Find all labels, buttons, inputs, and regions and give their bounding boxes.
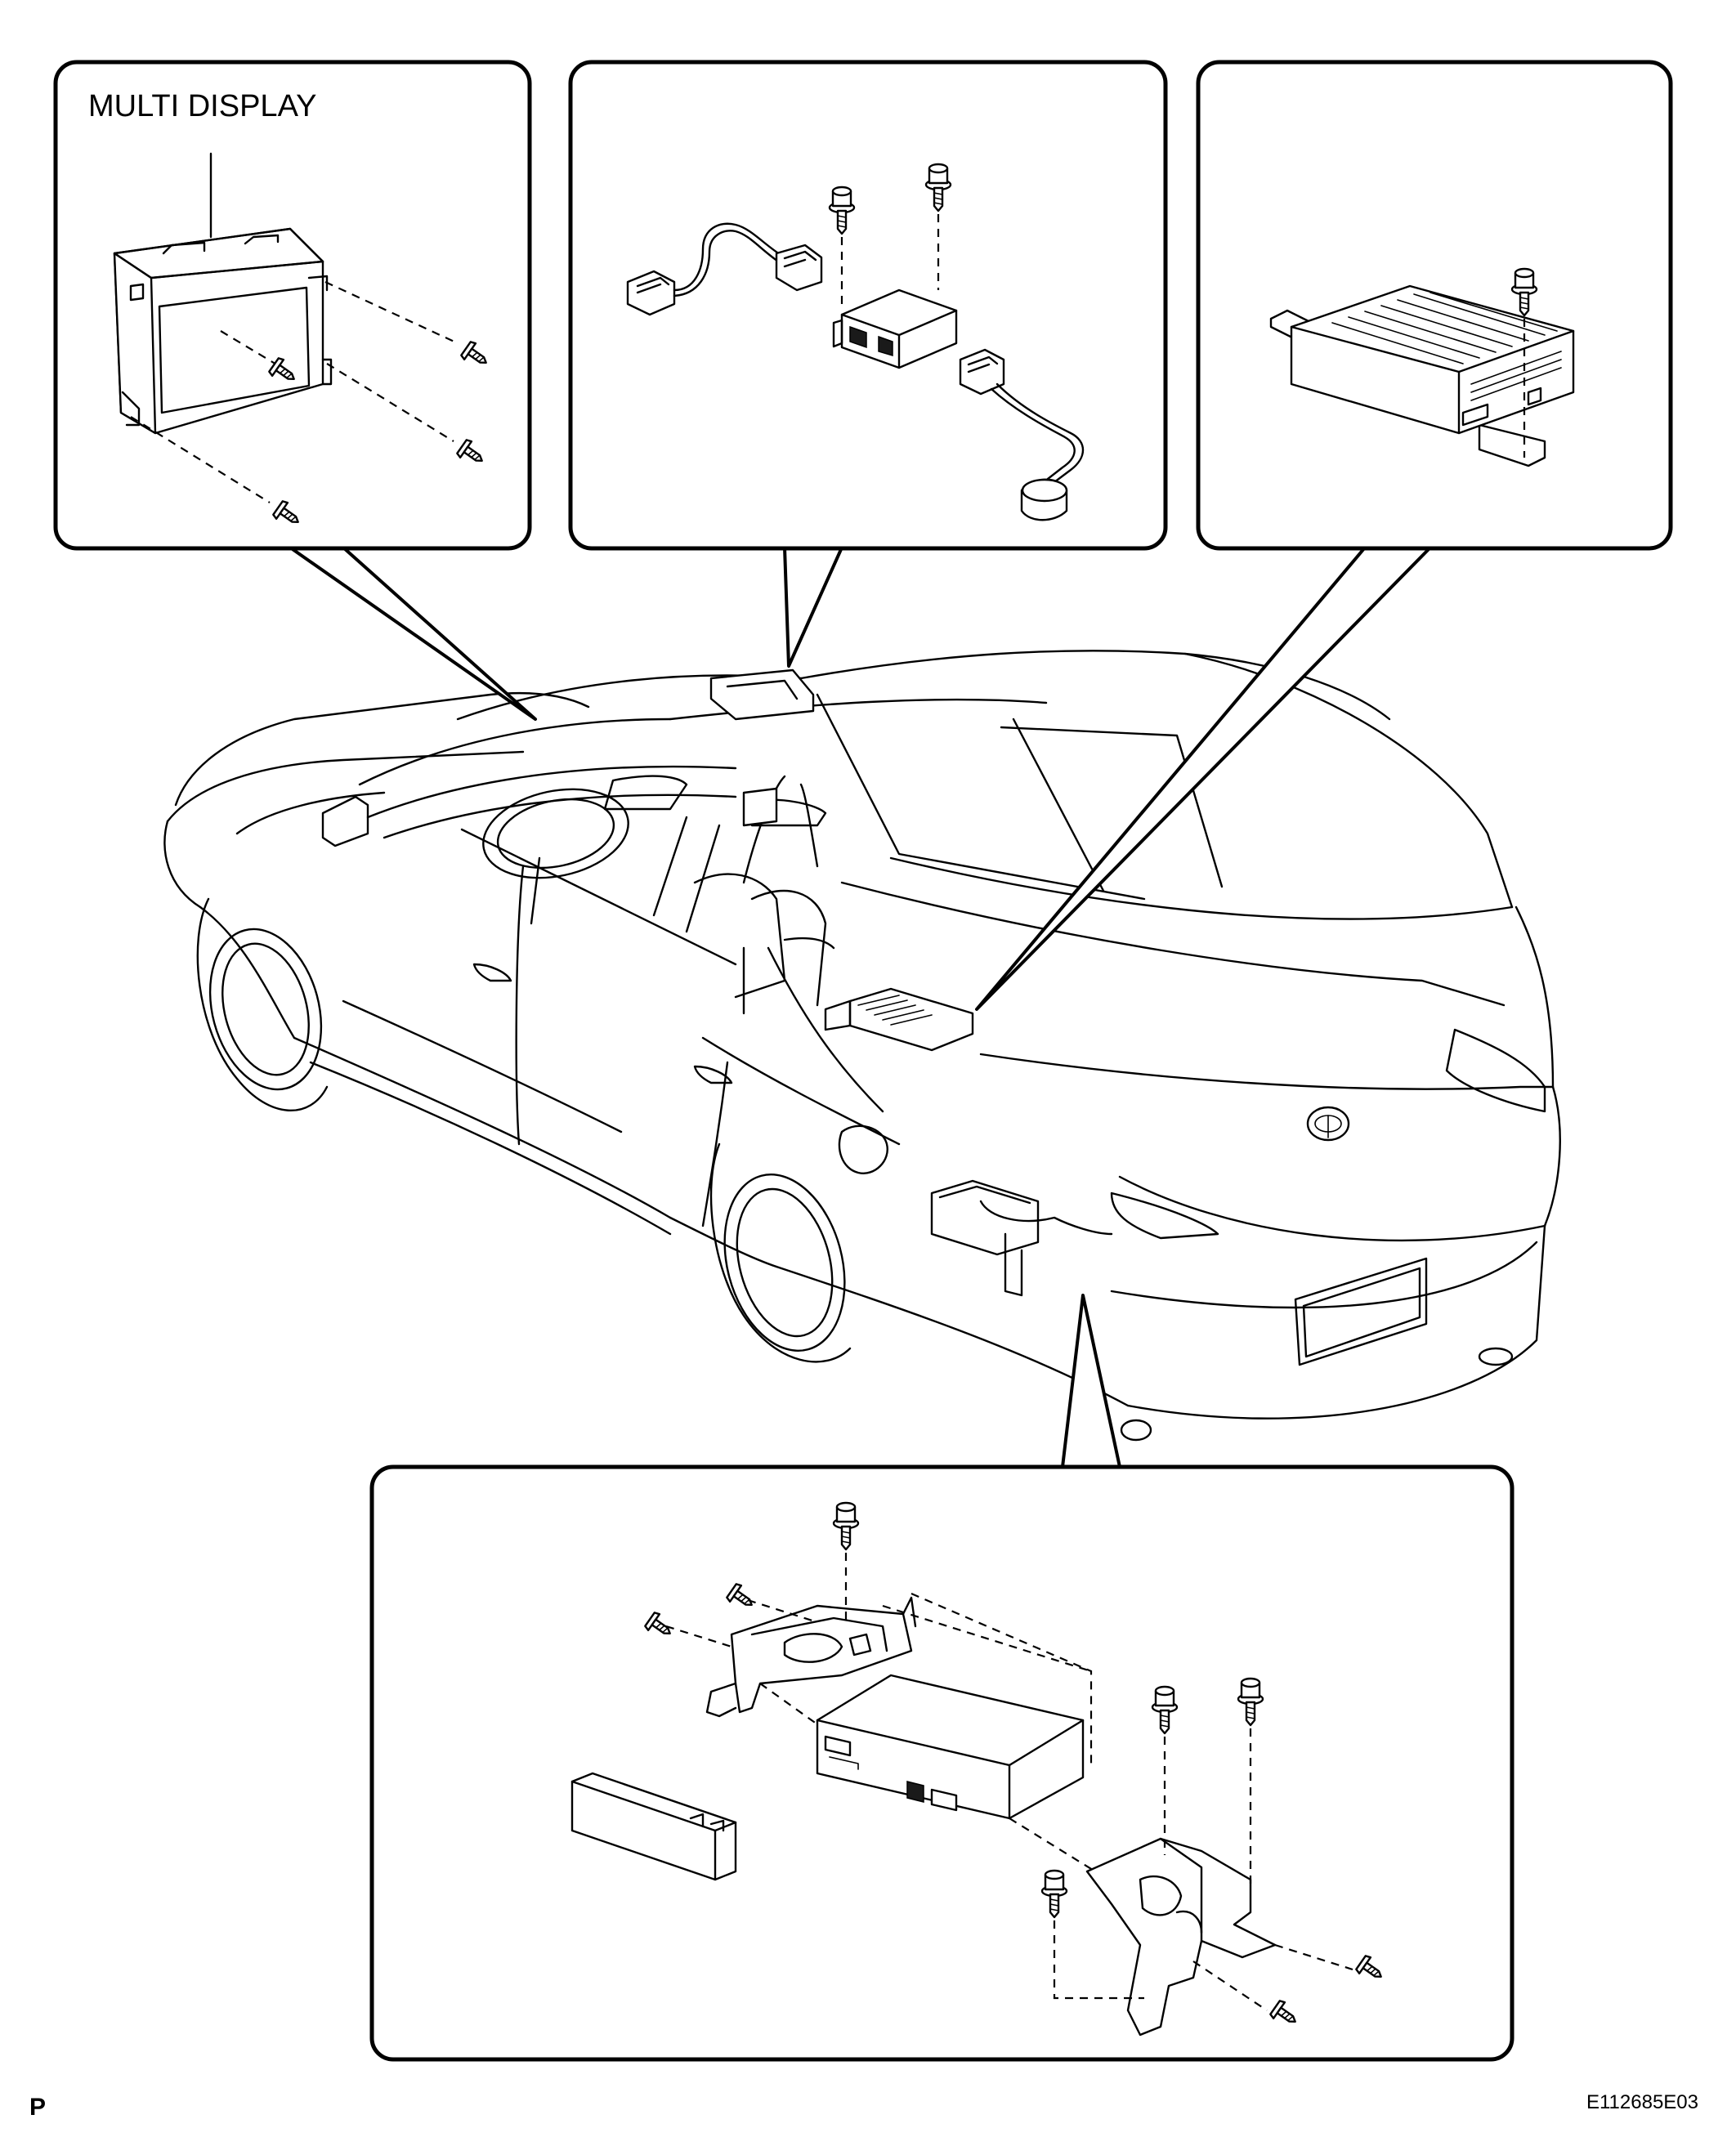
panel-amplifier [1196,60,1673,551]
panel-trunk-module [369,1464,1515,2062]
multi-display-label: MULTI DISPLAY [88,89,316,123]
panel-multi-display: MULTI DISPLAY [53,60,532,551]
vehicle-outline [163,650,1561,1442]
page-letter: P [29,2094,46,2121]
callout-leaders [289,546,1432,1469]
figure-code: E112685E03 [1586,2091,1698,2113]
panel-roof-module [568,60,1168,551]
